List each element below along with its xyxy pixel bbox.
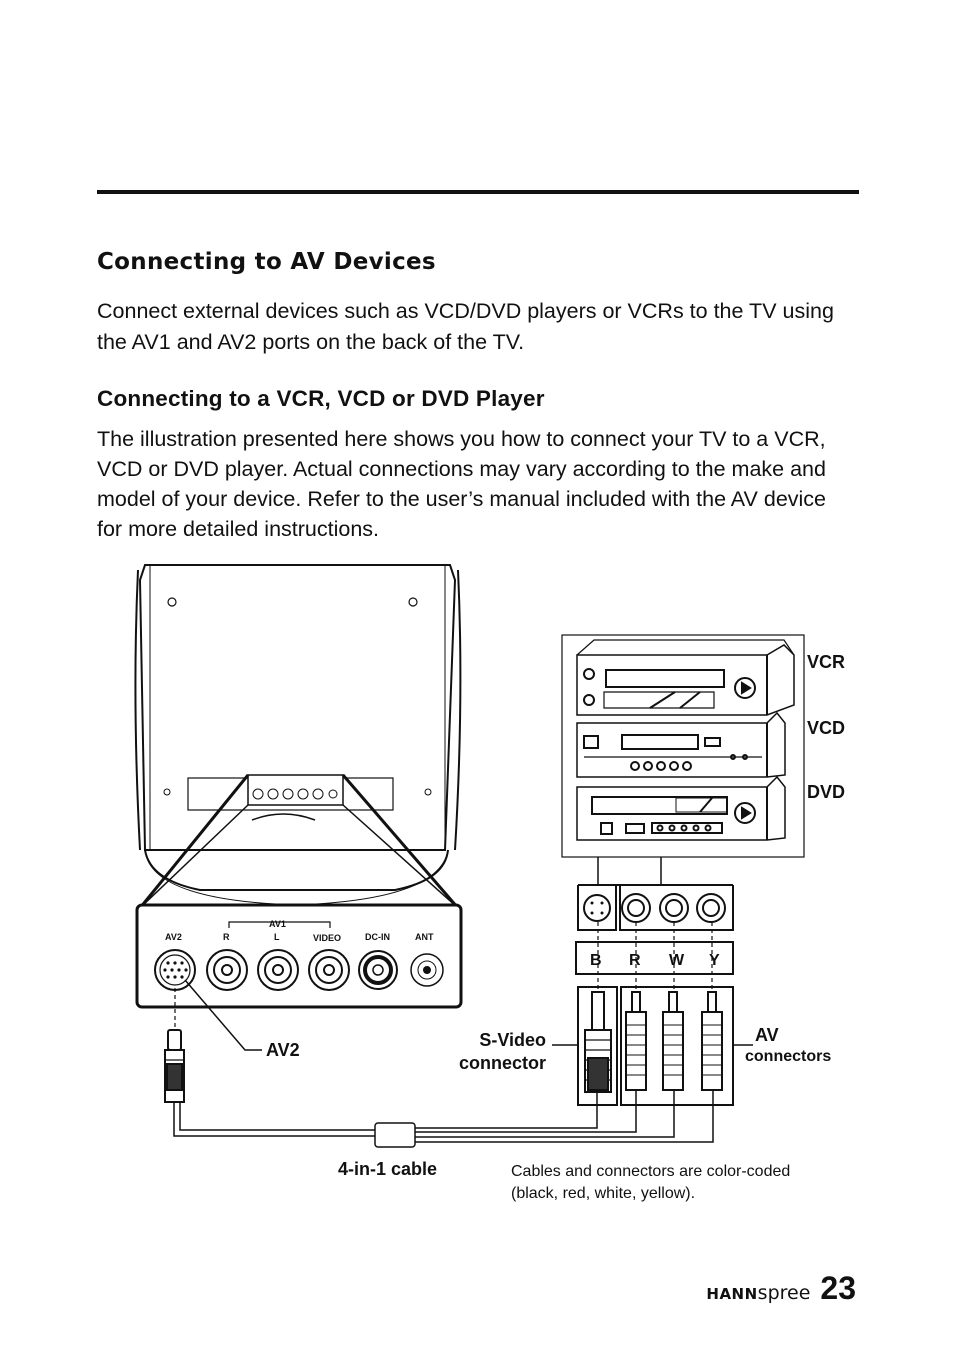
cable-plugs <box>164 986 734 1106</box>
connection-diagram: AV1 AV2 R L VIDEO DC-IN ANT B R W Y VCR … <box>134 564 845 1202</box>
intro-paragraph: Connect external devices such as VCD/DVD… <box>97 299 834 354</box>
av-devices-illustration <box>561 634 805 858</box>
color-code-b: B <box>590 952 602 969</box>
device-label-vcr: VCR <box>807 652 845 672</box>
subsection-heading: Connecting to a VCR, VCD or DVD Player <box>97 386 545 411</box>
callout-av-line2: connectors <box>745 1048 831 1065</box>
page-number: 23 <box>820 1270 856 1306</box>
cable-note-line1: Cables and connectors are color-coded <box>511 1163 790 1180</box>
four-in-one-cable <box>173 1090 714 1148</box>
panel-label-av2: AV2 <box>165 932 182 942</box>
top-rule <box>97 190 859 194</box>
body-paragraph: The illustration presented here shows yo… <box>97 427 827 541</box>
callout-svideo-line1: S-Video <box>479 1030 546 1050</box>
cable-label: 4-in-1 cable <box>338 1159 437 1179</box>
page-footer: HANN spree 23 <box>706 1270 856 1307</box>
panel-label-r: R <box>223 932 230 942</box>
cable-note-line2: (black, red, white, yellow). <box>511 1185 695 1202</box>
panel-label-ant: ANT <box>415 932 434 942</box>
color-code-w: W <box>669 952 685 969</box>
callout-av-line1: AV <box>755 1025 779 1045</box>
color-code-r: R <box>629 952 641 969</box>
panel-label-video: VIDEO <box>313 933 341 943</box>
tv-connector-panel <box>135 903 463 1009</box>
brand-logo-bold: HANN <box>706 1285 758 1303</box>
color-code-y: Y <box>709 952 720 969</box>
device-label-vcd: VCD <box>807 718 845 738</box>
panel-label-l: L <box>274 932 280 942</box>
brand-logo-light: spree <box>757 1282 811 1304</box>
panel-label-dcin: DC-IN <box>365 932 390 942</box>
callout-svideo-line2: connector <box>459 1053 546 1073</box>
device-label-dvd: DVD <box>807 782 845 802</box>
panel-label-av1: AV1 <box>269 919 286 929</box>
tv-back-illustration <box>134 564 462 906</box>
callout-av2: AV2 <box>266 1040 300 1060</box>
section-heading: Connecting to AV Devices <box>97 249 436 275</box>
